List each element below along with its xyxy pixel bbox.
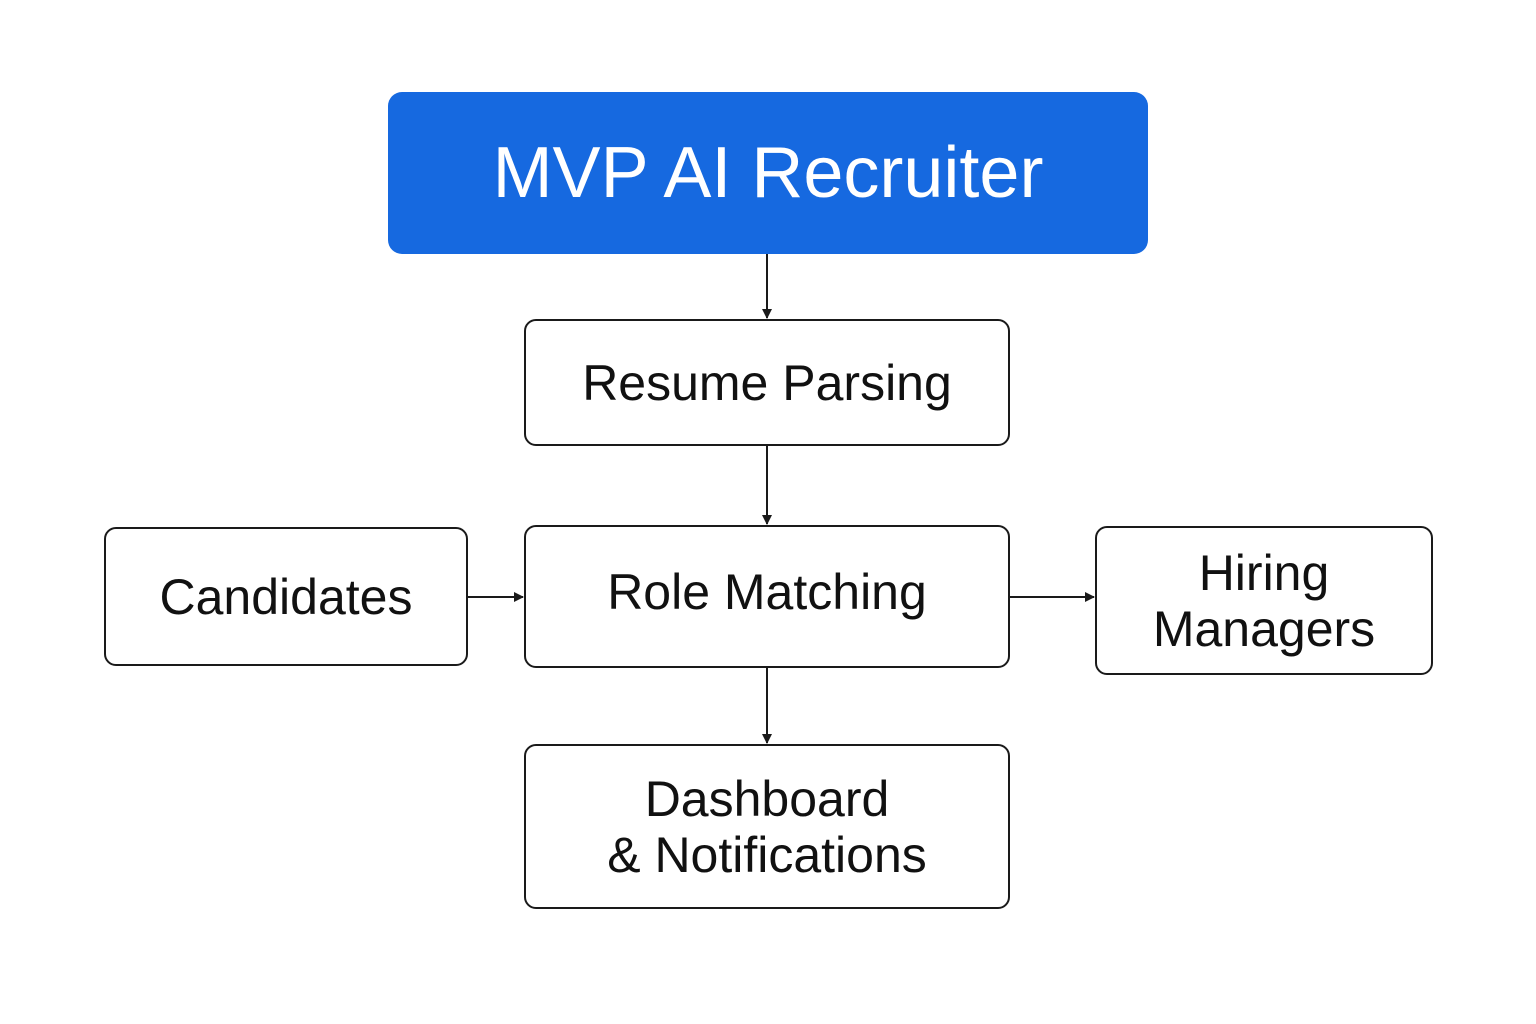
node-resume-parsing-label: Resume Parsing [582,354,952,411]
node-title-label: MVP AI Recruiter [492,132,1044,213]
node-hiring-managers-line2: Managers [1152,600,1376,657]
node-resume-parsing: Resume Parsing [524,319,1010,446]
node-hiring-managers: Hiring Managers [1095,526,1433,675]
node-hiring-managers-line1: Hiring [1198,544,1330,601]
node-candidates: Candidates [104,527,468,666]
node-dashboard-line2: & Notifications [607,826,927,883]
node-dashboard-notifications: Dashboard & Notifications [524,744,1010,909]
node-role-matching-label: Role Matching [607,563,927,620]
node-role-matching: Role Matching [524,525,1010,668]
node-dashboard-line1: Dashboard [644,770,890,827]
node-hiring-managers-label: Hiring Managers [1153,545,1375,657]
node-mvp-ai-recruiter: MVP AI Recruiter [388,92,1148,254]
node-dashboard-label: Dashboard & Notifications [607,771,927,883]
node-candidates-label: Candidates [159,568,413,625]
